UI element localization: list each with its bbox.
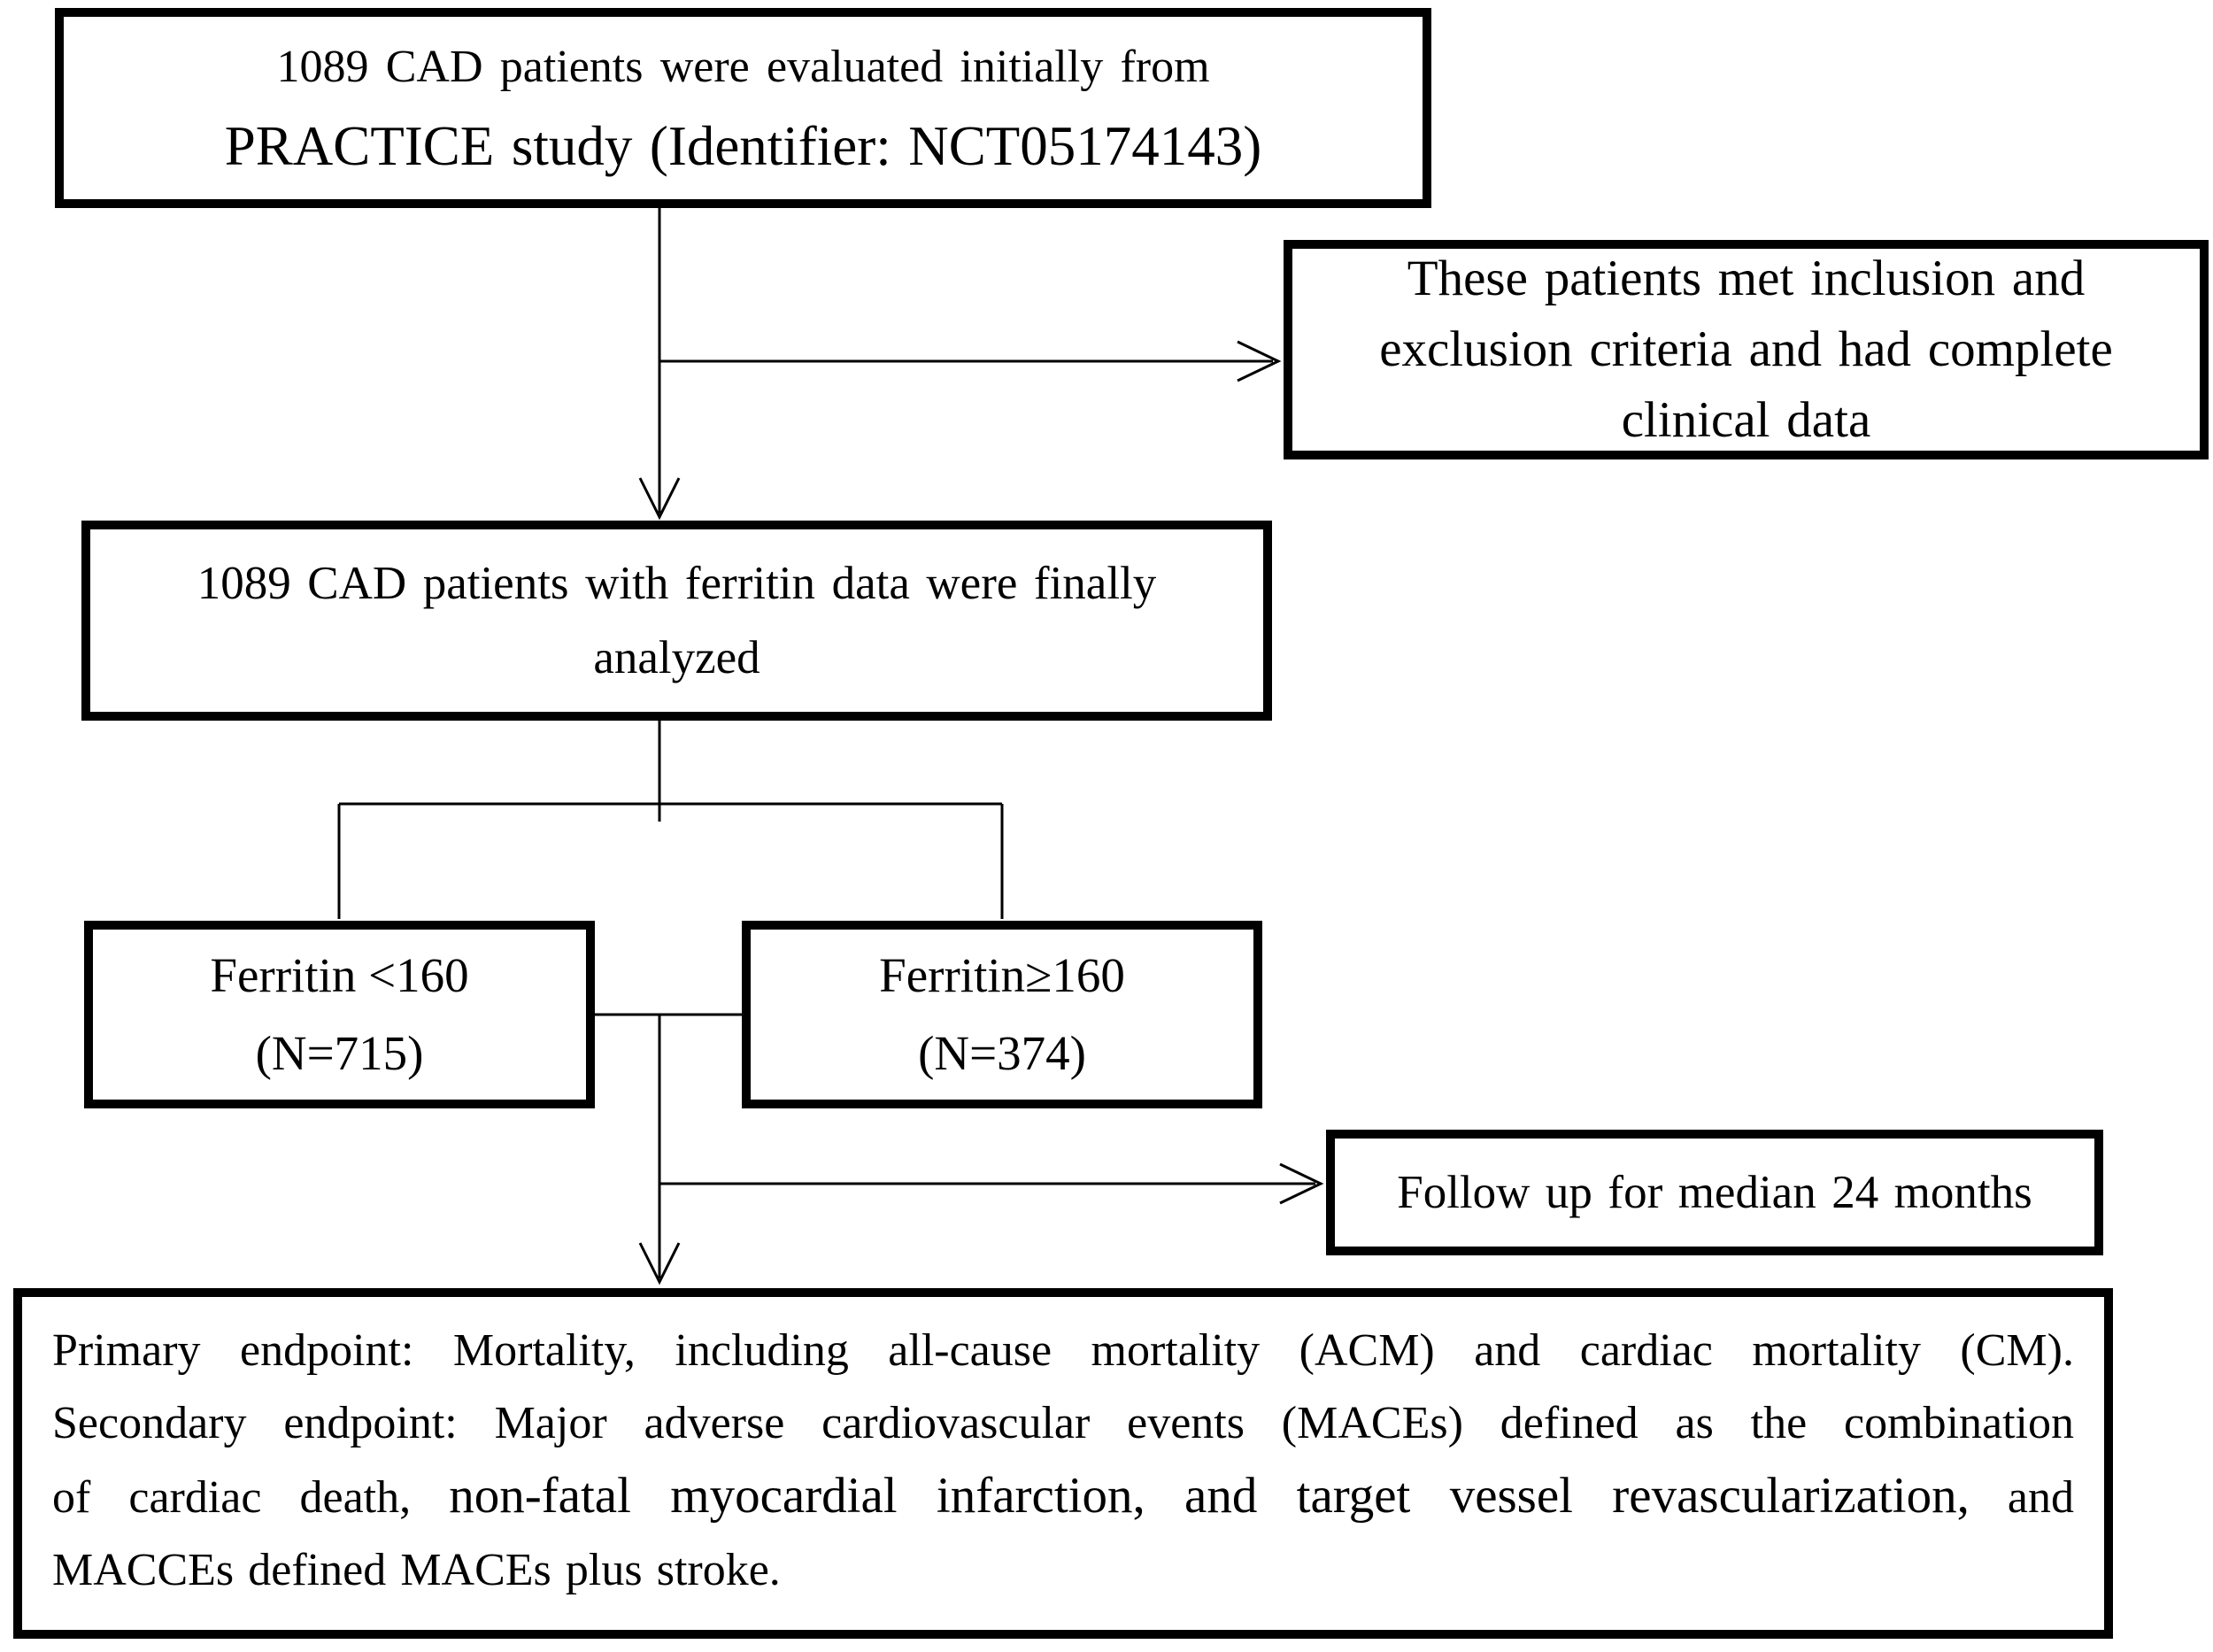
ferritin-low-label: Ferritin <160	[210, 948, 469, 1002]
ferritin-high-box: Ferritin≥160 (N=374)	[742, 921, 1262, 1108]
endpoints-line3-seg1: of cardiac death,	[52, 1472, 450, 1523]
analyzed-cohort-line1: 1089 CAD patients with ferritin data wer…	[197, 558, 1157, 609]
endpoints-line2: Secondary endpoint: Major adverse cardio…	[52, 1398, 2074, 1448]
ferritin-low-count: (N=715)	[255, 1026, 424, 1080]
inclusion-criteria-box: These patients met inclusion and exclusi…	[1284, 240, 2209, 459]
endpoints-line3-seg2: non-fatal myocardial infarction, and tar…	[449, 1468, 1970, 1524]
arrow-down-to-analyzed-icon	[638, 477, 681, 521]
arrow-right-to-followup-icon	[1279, 1162, 1324, 1205]
followup-box: Follow up for median 24 months	[1326, 1130, 2103, 1255]
initial-cohort-box: 1089 CAD patients were evaluated initial…	[55, 8, 1431, 208]
analyzed-cohort-box: 1089 CAD patients with ferritin data wer…	[81, 521, 1272, 721]
inclusion-criteria-line2: exclusion criteria and had complete	[1379, 321, 2113, 377]
endpoints-line3: of cardiac death, non-fatal myocardial i…	[52, 1460, 2074, 1534]
inclusion-criteria-line3: clinical data	[1621, 392, 1871, 448]
endpoints-line1: Primary endpoint: Mortality, including a…	[52, 1325, 2074, 1376]
initial-cohort-line2: PRACTICE study (Identifier: NCT05174143)	[224, 115, 1262, 177]
ferritin-low-box: Ferritin <160 (N=715)	[84, 921, 595, 1108]
followup-text: Follow up for median 24 months	[1397, 1167, 2032, 1218]
endpoints-line3-seg3: and	[1969, 1472, 2074, 1523]
initial-cohort-line1: 1089 CAD patients were evaluated initial…	[276, 42, 1210, 92]
analyzed-cohort-line2: analyzed	[593, 632, 760, 683]
arrow-right-to-inclusion-icon	[1237, 340, 1282, 382]
endpoints-line4: MACCEs defined MACEs plus stroke.	[52, 1545, 781, 1595]
ferritin-high-label: Ferritin≥160	[879, 948, 1125, 1002]
arrow-down-to-endpoint-icon	[638, 1242, 681, 1285]
ferritin-high-count: (N=374)	[918, 1026, 1086, 1080]
inclusion-criteria-line1: These patients met inclusion and	[1407, 251, 2086, 306]
endpoints-box: Primary endpoint: Mortality, including a…	[13, 1288, 2113, 1639]
